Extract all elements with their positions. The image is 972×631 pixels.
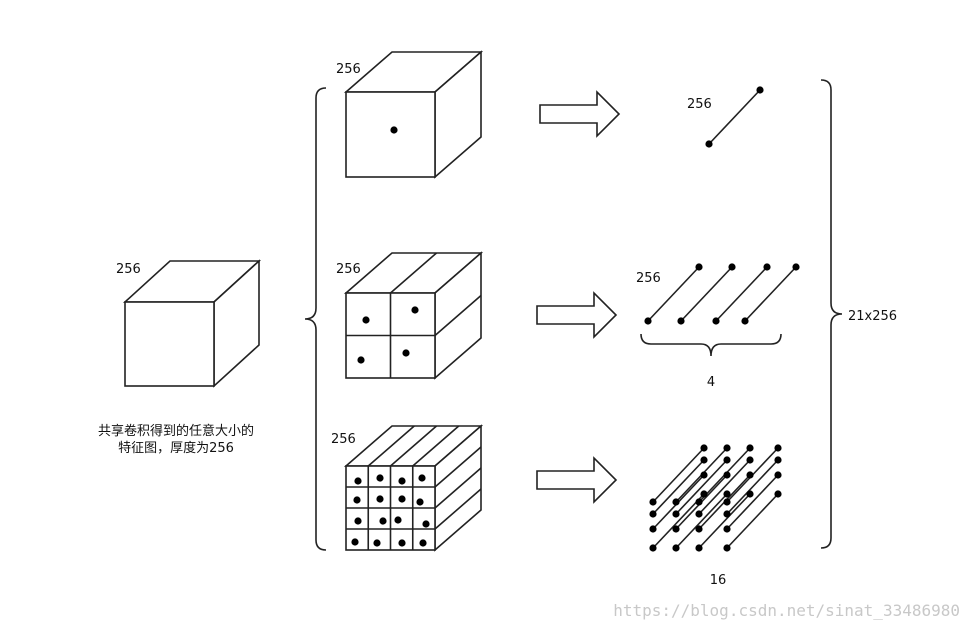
output-level-1-depth-label: 256: [687, 97, 712, 112]
level-3-depth-label: 256: [331, 432, 356, 447]
level-3-bin-dots: [351, 474, 430, 547]
watermark-url: https://blog.csdn.net/sinat_33486980: [613, 601, 960, 620]
pyramid-level-2-cube: [343, 251, 484, 380]
total-output-label: 21x256: [848, 309, 897, 324]
output-level-3-count-label: 16: [710, 573, 727, 588]
input-caption-line1: 共享卷积得到的任意大小的: [98, 423, 254, 439]
output-level-3-vectors: [649, 444, 782, 552]
level-2-bin-dot: [357, 356, 365, 364]
right-curly-brace: [820, 79, 843, 549]
output-level-2-count-label: 4: [707, 375, 715, 390]
input-depth-label: 256: [116, 262, 141, 277]
output-level-2-vectors: [644, 263, 800, 325]
input-caption-line2: 特征图，厚度为256: [118, 440, 234, 456]
left-curly-brace: [304, 87, 327, 551]
level-2-bin-dot: [402, 349, 410, 357]
level-2-bin-dot: [411, 306, 419, 314]
output-level-2-underbrace: [640, 333, 782, 357]
level-1-depth-label: 256: [336, 62, 361, 77]
level-1-arrow: [539, 90, 621, 138]
level-2-depth-label: 256: [336, 262, 361, 277]
level-1-bin-dot: [390, 126, 398, 134]
output-level-1-vector: [705, 86, 764, 148]
pyramid-level-1-cube: [343, 50, 484, 179]
level-2-arrow: [536, 291, 618, 339]
input-feature-map-cube: [122, 259, 262, 388]
pyramid-level-3-cube: [343, 424, 484, 552]
level-3-arrow: [536, 456, 618, 504]
output-level-2-depth-label: 256: [636, 271, 661, 286]
level-2-bin-dot: [362, 316, 370, 324]
